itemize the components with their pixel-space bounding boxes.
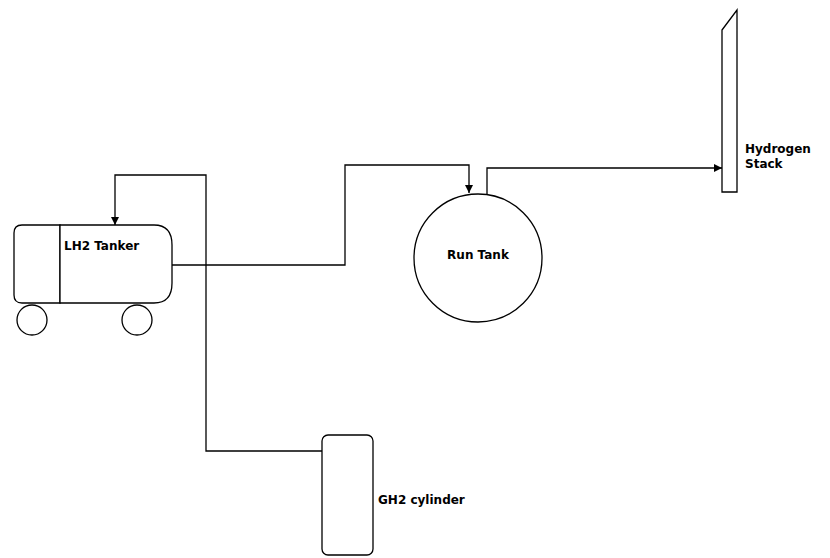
hydrogen-stack-outline xyxy=(722,10,737,192)
gas-cylinder: GH2 cylinder xyxy=(322,435,373,555)
run-tank-circle: Run Tank xyxy=(413,193,543,323)
pipe-line xyxy=(115,175,322,451)
node-label: LH2 Tanker xyxy=(64,239,139,254)
hydrogen-stack: Hydrogen Stack xyxy=(722,10,737,192)
pipe-line xyxy=(487,168,722,195)
node-label: Run Tank xyxy=(447,248,509,263)
node-label: GH2 cylinder xyxy=(378,493,465,508)
tanker-truck: LH2 Tanker xyxy=(14,225,172,305)
node-label: Hydrogen Stack xyxy=(745,142,815,172)
tanker-truck-outline xyxy=(14,225,172,305)
gas-cylinder-outline xyxy=(322,435,373,555)
